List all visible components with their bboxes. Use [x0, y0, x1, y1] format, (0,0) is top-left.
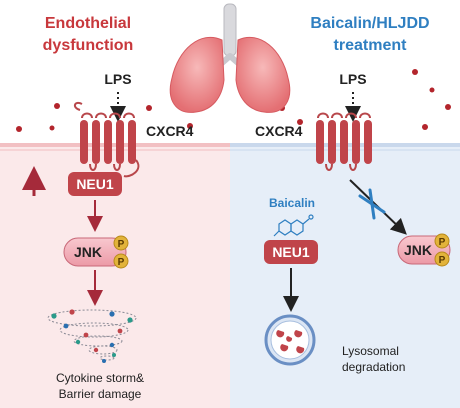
right-phospho-1-label: P [439, 237, 446, 248]
lungs-illustration [169, 3, 291, 113]
cytokine-storm-icon [47, 309, 137, 363]
right-phospho-2-label: P [439, 255, 446, 266]
right-jnk-label: JNK [404, 242, 432, 258]
right-cxcr4-label: CXCR4 [255, 123, 303, 139]
left-lps-label: LPS [104, 71, 131, 87]
left-outcome-line1: Cytokine storm& [56, 371, 144, 385]
baicalin-label: Baicalin [269, 196, 315, 210]
left-jnk-box [63, 237, 127, 267]
left-jnk-label: JNK [74, 244, 102, 260]
left-phospho-2-label: P [118, 257, 125, 268]
baicalin-molecule-icon [273, 214, 314, 237]
left-cxcr4-receptor [74, 101, 140, 178]
right-outcome-line2: degradation [342, 360, 405, 374]
right-title-line1: Baicalin/HLJDD [310, 15, 429, 32]
left-outcome-line2: Barrier damage [59, 387, 142, 401]
left-phospho-2 [113, 253, 129, 269]
left-neu1-box [68, 172, 122, 196]
left-phospho-1 [113, 235, 129, 251]
left-title-line1: Endothelial [45, 15, 131, 32]
right-phospho-1 [434, 233, 450, 249]
left-phospho-1-label: P [118, 239, 125, 250]
left-neu1-label: NEU1 [76, 176, 114, 192]
right-cxcr4-receptor [316, 112, 372, 171]
right-outcome-line1: Lysosomal [342, 344, 399, 358]
right-phospho-2 [434, 251, 450, 267]
right-neu1-label: NEU1 [272, 244, 310, 260]
left-cxcr4-label: CXCR4 [146, 123, 194, 139]
left-title-line2: dysfunction [43, 37, 134, 54]
right-cytoplasm-bg [230, 145, 460, 408]
right-title-line2: treatment [334, 37, 408, 54]
lysosome-icon [264, 314, 316, 366]
right-lps-label: LPS [339, 71, 366, 87]
right-neu1-box [264, 240, 318, 264]
inhibition-mark [358, 188, 386, 220]
